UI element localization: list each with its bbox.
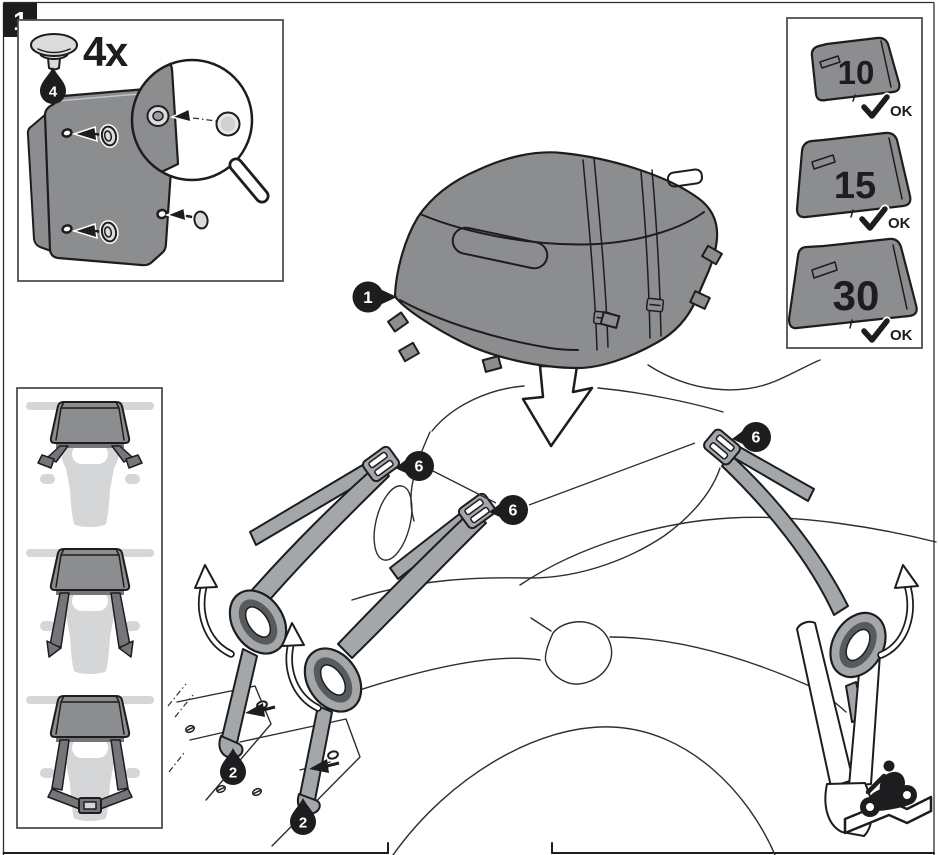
bag-silhouette: [49, 401, 131, 444]
quantity-label: 4x: [83, 28, 129, 75]
down-arrow-icon: [521, 364, 594, 448]
mounting-overview-panel: [16, 387, 163, 829]
plate-hole: [327, 750, 339, 760]
screw-icon: [184, 724, 196, 734]
svg-text:1: 1: [363, 288, 372, 307]
block-size-label: 15: [834, 165, 876, 207]
ok-label: OK: [890, 103, 913, 120]
strap-band: [299, 705, 333, 801]
screw-icon: [215, 784, 227, 794]
cargo-block-10: 10: [810, 36, 901, 102]
strap-end-callout-2: 2: [220, 748, 246, 785]
strap-end-callout-2: 2: [290, 798, 316, 835]
check-ok-icon: [859, 92, 892, 121]
insert-arrow-icon: [309, 759, 340, 773]
overview-view-2: [26, 548, 154, 674]
plug-pair-1: [61, 124, 119, 148]
overview-view-3: [26, 695, 154, 821]
size-chart-panel: 10 OK 15 OK 30: [786, 17, 923, 349]
buckle-callouts: 6 6 6: [395, 422, 771, 525]
insert-arrow-icon: [169, 107, 192, 124]
strap-band: [721, 454, 849, 616]
screw-icon: [251, 787, 263, 797]
side-panel-outline: [373, 485, 413, 561]
ok-label: OK: [890, 327, 913, 344]
strap-c: [721, 440, 865, 723]
svg-text:2: 2: [229, 765, 237, 782]
svg-text:6: 6: [415, 459, 424, 476]
grab-handle-outline: [544, 621, 613, 685]
bag-attachment-tabs: [387, 244, 723, 373]
buckle-callout-6: 6: [489, 495, 528, 525]
bag-pocket-outline: [451, 226, 549, 270]
ladder-buckle-icon: [361, 445, 401, 483]
svg-text:2: 2: [299, 815, 307, 832]
strap-band: [337, 509, 487, 659]
fender-arc: [392, 726, 776, 855]
strap: [51, 739, 70, 791]
overview-view-1: [26, 401, 154, 527]
rotate-arrow-icon: [877, 564, 919, 659]
strap: [49, 592, 70, 648]
strap-loop: [228, 589, 288, 655]
buckle-callout-6: 6: [395, 451, 434, 481]
ladder-buckle-icon: [457, 492, 497, 530]
plug-pair-3: [156, 206, 211, 231]
svg-text:6: 6: [752, 430, 761, 447]
cargo-block-30: 30: [787, 237, 918, 330]
magnifier-icon: [130, 58, 270, 204]
strap-b: [297, 492, 497, 815]
buckle-callout-6: 6: [732, 422, 771, 452]
rotate-arrow-icon: [194, 564, 235, 658]
push-plug-icon: [30, 33, 78, 71]
insert-arrow-icon: [245, 703, 276, 717]
bag-handle: [666, 168, 704, 188]
part-callout-4: 4: [40, 67, 66, 104]
svg-text:6: 6: [509, 503, 518, 520]
rotate-arrow-icon: [281, 622, 322, 712]
plug-hole: [156, 208, 168, 220]
bag-strap-lines: [640, 169, 662, 339]
strap-band: [221, 648, 258, 744]
strap-a: [218, 445, 401, 759]
ladder-buckle-icon: [703, 428, 741, 466]
strap-loop: [303, 647, 363, 713]
insert-arrow-icon: [164, 206, 187, 223]
bag-callout-1: 1: [352, 281, 397, 313]
check-ok-icon: [857, 204, 890, 233]
plug-hole: [61, 224, 73, 234]
svg-text:4: 4: [49, 84, 58, 101]
cargo-block-15: 15: [795, 131, 912, 219]
ok-label: OK: [888, 215, 911, 232]
plug-hole: [61, 128, 73, 138]
block-size-label: 10: [838, 54, 875, 91]
check-ok-icon: [859, 316, 892, 345]
strap-loop: [829, 611, 887, 679]
motorcycle-rider-icon: [860, 760, 917, 817]
bag-silhouette: [49, 548, 131, 591]
hardware-inset-panel: 4x 4: [17, 19, 284, 282]
strap: [110, 739, 129, 791]
bag-silhouette: [49, 695, 131, 738]
cargo-bag-illustration: [387, 151, 723, 373]
block-size-label: 30: [833, 272, 880, 319]
plug-pair-2: [61, 220, 119, 244]
